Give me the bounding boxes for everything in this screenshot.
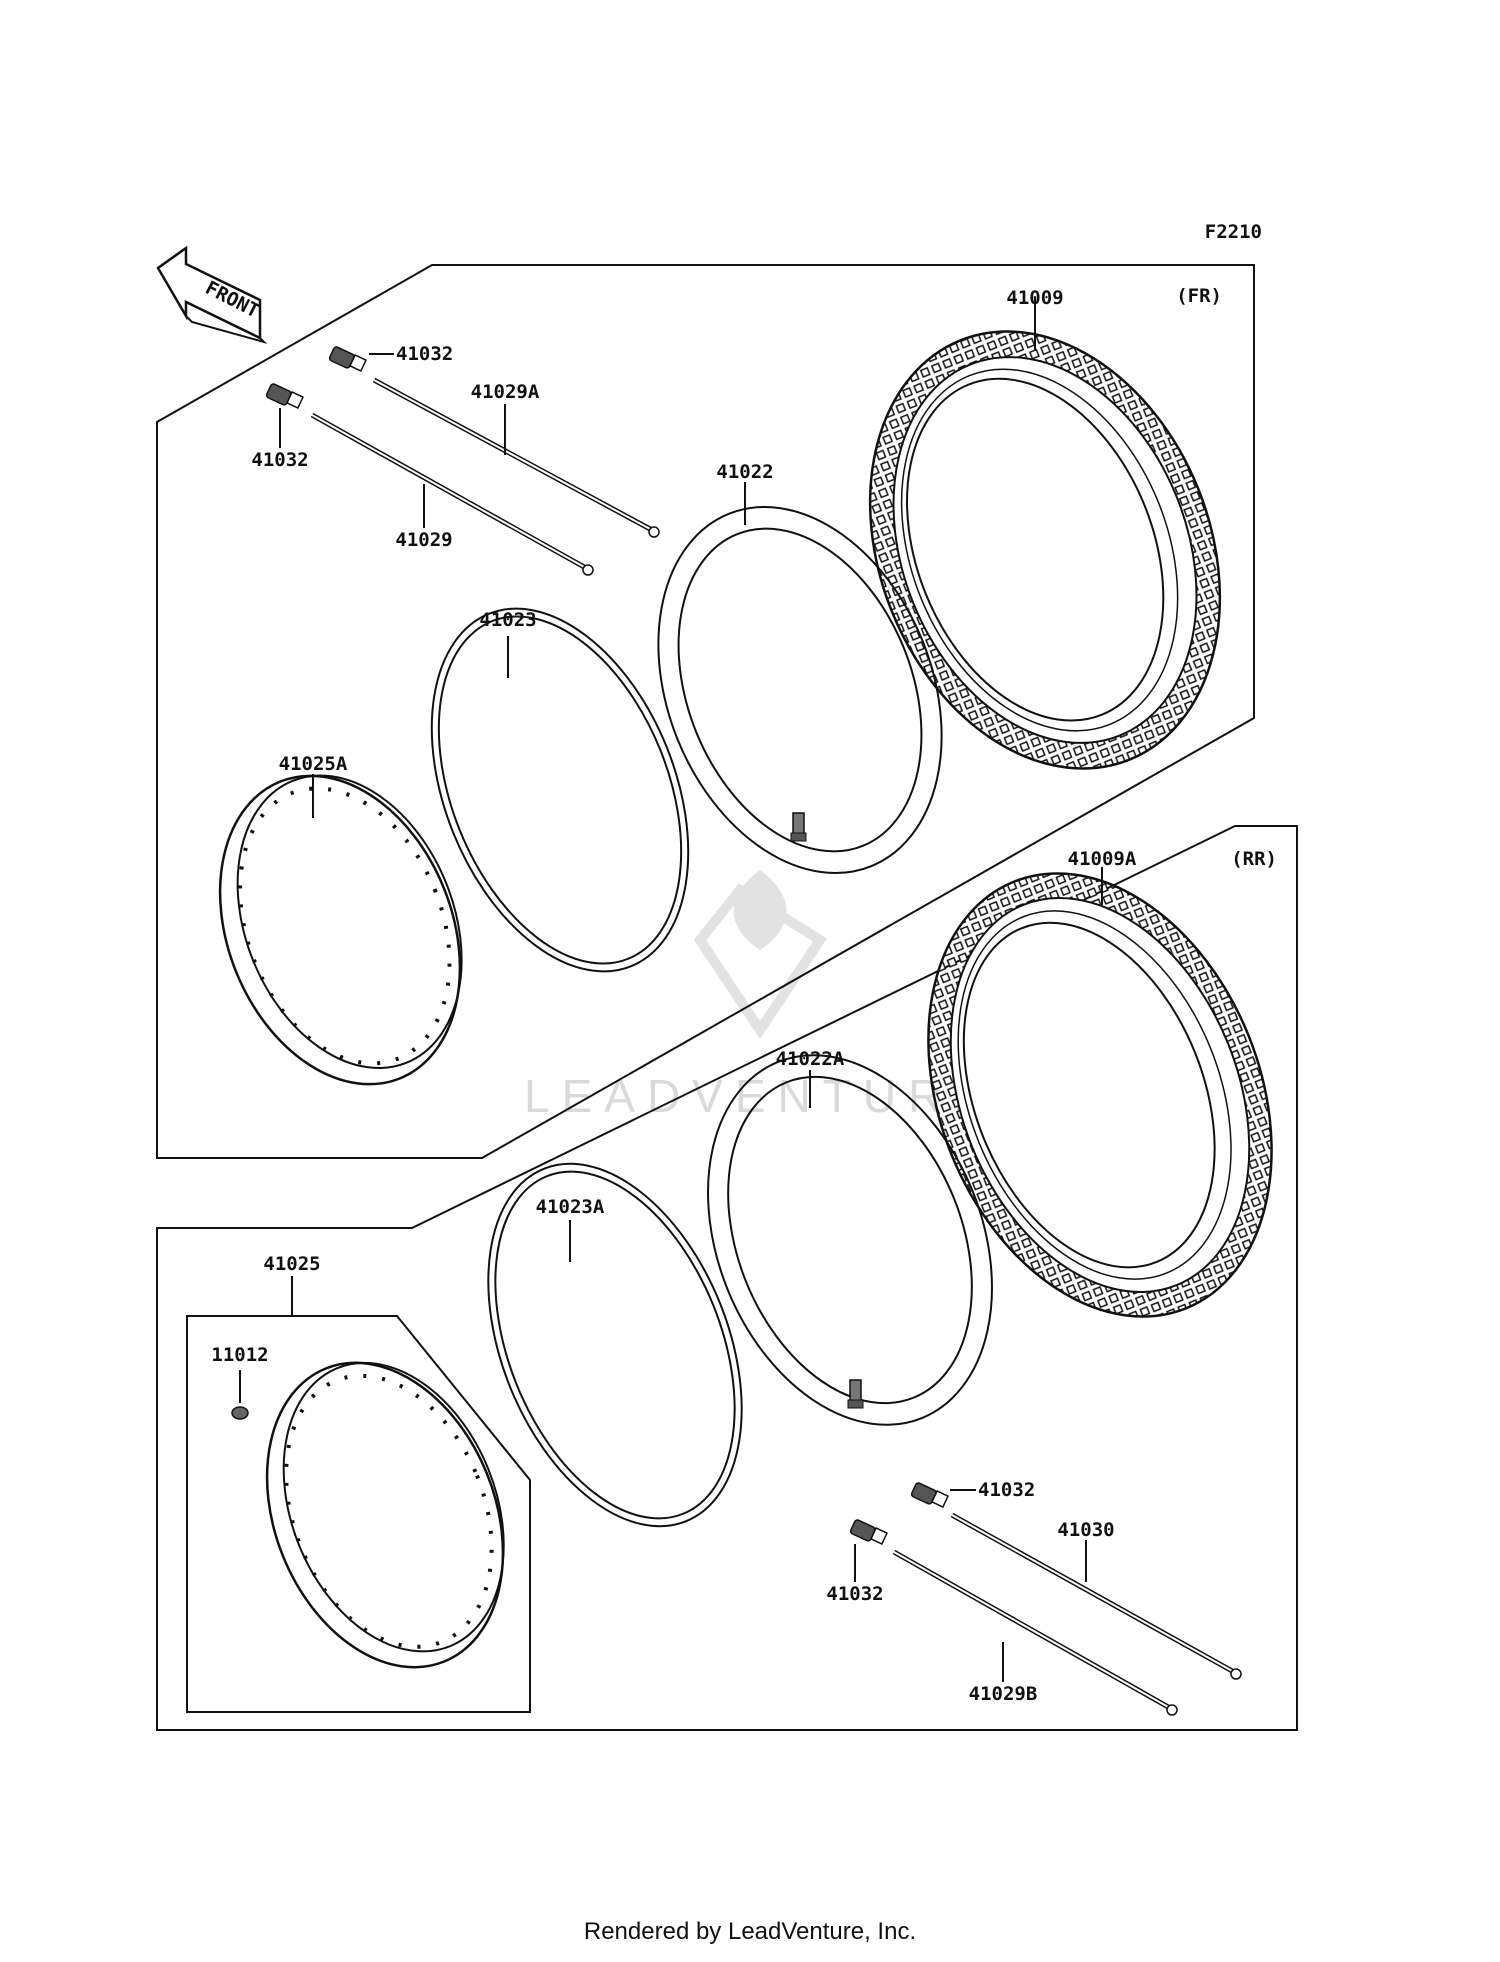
callout-41009: 41009 [1006, 287, 1063, 309]
front-rim-band [430, 607, 690, 973]
front-nipple-left [265, 383, 304, 409]
front-rim [218, 774, 463, 1086]
callout-41022: 41022 [716, 461, 773, 483]
callout-41032-rr-top: 41032 [978, 1479, 1035, 1501]
fr-section-border [156, 264, 1255, 1159]
front-nipple-top [328, 346, 367, 372]
figure-code: F2210 [1205, 221, 1262, 243]
callout-41025A: 41025A [279, 753, 348, 775]
callout-41022A: 41022A [776, 1048, 845, 1070]
rim-plug [231, 1406, 249, 1420]
rear-tube-valve [847, 1379, 864, 1409]
fr-tag: (FR) [1176, 285, 1222, 307]
callout-41029A: 41029A [471, 381, 540, 403]
callout-41029: 41029 [395, 529, 452, 551]
watermark: LEADVENTURE [524, 870, 984, 1122]
rim-assy-box [186, 1315, 531, 1713]
rear-tire [927, 872, 1273, 1318]
callout-41023A: 41023A [536, 1196, 605, 1218]
render-credit: Rendered by LeadVenture, Inc. [583, 1918, 917, 1945]
callout-41009A: 41009A [1068, 848, 1137, 870]
rear-nipple-bottom [849, 1519, 888, 1545]
front-spoke-a [372, 377, 660, 538]
callout-41032-fr-top: 41032 [396, 343, 453, 365]
callout-41032-rr-bottom: 41032 [826, 1583, 883, 1605]
rear-spoke [950, 1512, 1242, 1680]
rr-tag: (RR) [1231, 848, 1277, 870]
rear-nipple-top [910, 1482, 949, 1508]
rr-section-border [156, 825, 1298, 1731]
rear-rim [265, 1361, 505, 1669]
front-tube [657, 506, 943, 874]
callout-41025: 41025 [263, 1253, 320, 1275]
rear-rim-band [487, 1162, 743, 1528]
callout-11012: 11012 [211, 1344, 268, 1366]
callout-41029B: 41029B [969, 1683, 1038, 1705]
front-direction-icon: FRONT [156, 245, 268, 344]
front-tire [868, 330, 1222, 770]
front-spoke [310, 412, 594, 576]
front-tube-valve [790, 812, 807, 842]
callout-41032-fr-left: 41032 [251, 449, 308, 471]
callout-41030: 41030 [1057, 1519, 1114, 1541]
rear-spoke-b [892, 1549, 1178, 1716]
callout-41023: 41023 [479, 609, 536, 631]
rear-tube [707, 1054, 993, 1426]
